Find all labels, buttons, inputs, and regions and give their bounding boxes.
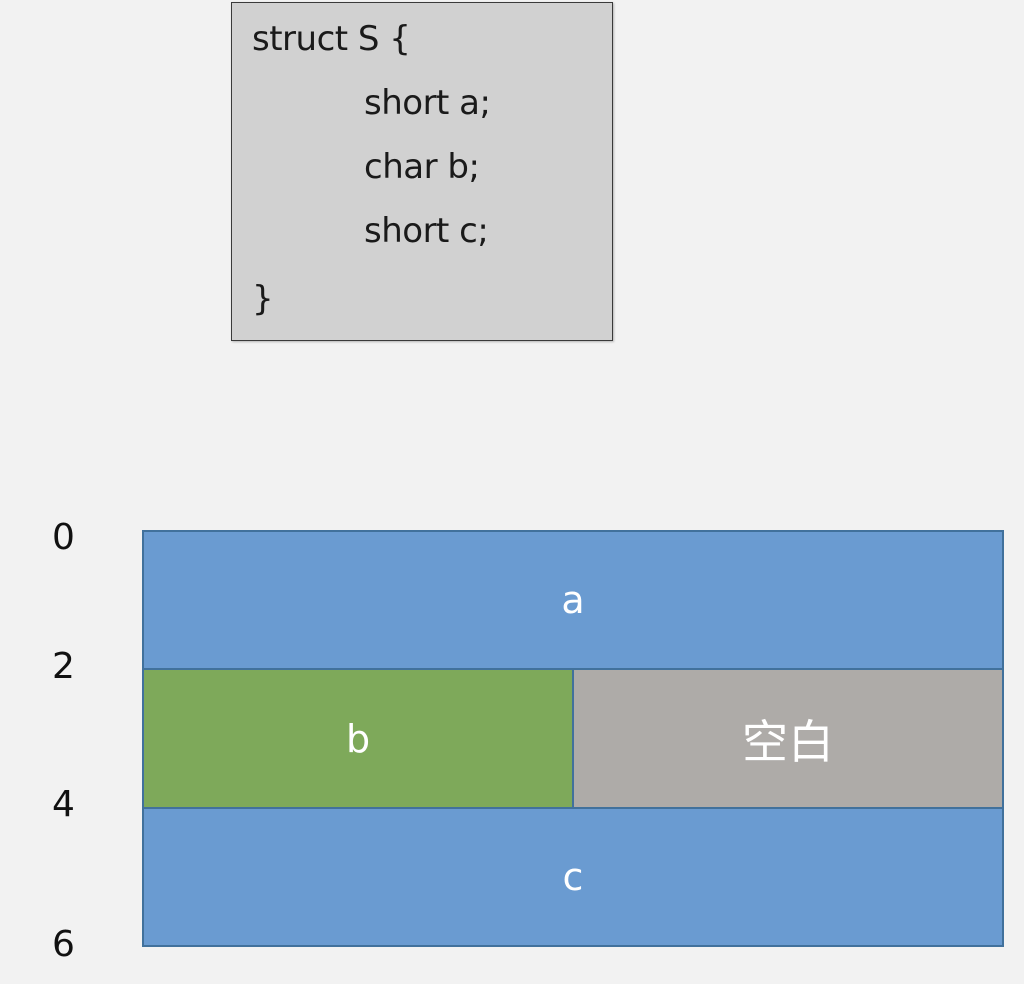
offset-label-2: 2 xyxy=(52,646,75,687)
code-line-char-b: char b; xyxy=(364,147,480,187)
field-a-label: a xyxy=(561,578,585,622)
offset-label-6: 6 xyxy=(52,924,75,965)
field-c-label: c xyxy=(562,855,584,899)
struct-code-box: struct S { short a; char b; short c; } xyxy=(231,2,613,341)
code-line-closing-brace: } xyxy=(252,279,274,319)
field-b-label: b xyxy=(345,716,371,761)
field-a-cell: a xyxy=(142,530,1004,670)
offset-label-4: 4 xyxy=(52,784,75,825)
code-line-struct-header: struct S { xyxy=(252,19,411,59)
field-b-cell: b xyxy=(142,668,574,809)
padding-cell: 空白 xyxy=(572,668,1004,809)
padding-label: 空白 xyxy=(742,714,834,769)
field-c-cell: c xyxy=(142,807,1004,947)
code-line-short-a: short a; xyxy=(364,83,491,123)
offset-label-0: 0 xyxy=(52,517,75,558)
code-line-short-c: short c; xyxy=(364,211,489,251)
